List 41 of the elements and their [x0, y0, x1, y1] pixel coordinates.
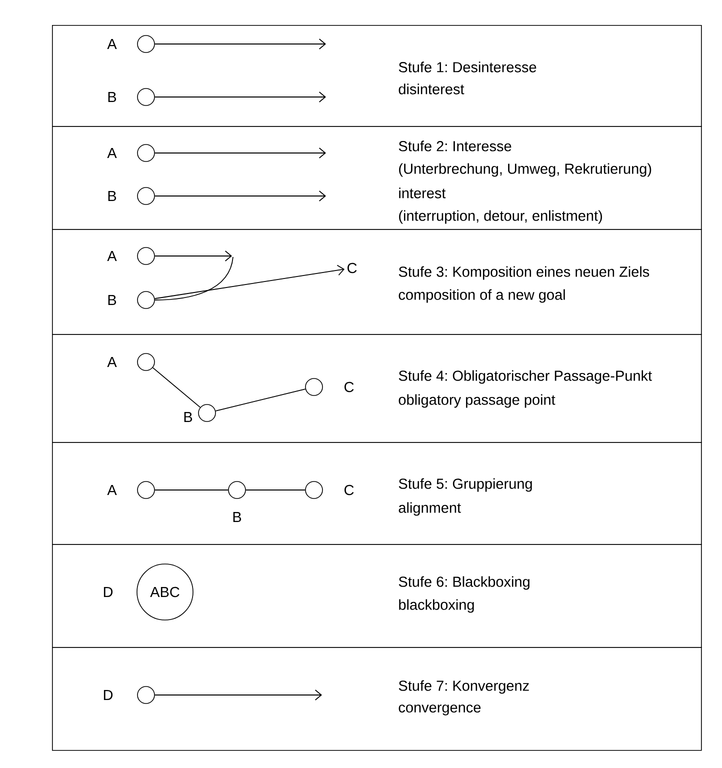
stage-label: composition of a new goal	[398, 289, 565, 303]
actor-letter: A	[107, 485, 117, 495]
stage-label: Stufe 6: Blackboxing	[398, 576, 530, 590]
actor-letter: C	[344, 382, 354, 392]
stage-label: Stufe 3: Komposition eines neuen Ziels	[398, 266, 650, 280]
actor-letter: A	[107, 39, 117, 49]
stage-label: convergence	[398, 704, 481, 716]
stage-label: (Unterbrechung, Umweg, Rekrutierung)	[399, 163, 652, 177]
actor-letter: D	[104, 690, 113, 700]
stage-label: (interruption, detour, enlistment)	[399, 210, 602, 224]
stage-label: Stufe 5: Gruppierung	[398, 478, 532, 492]
actor-letter: B	[108, 191, 116, 201]
connector-line	[154, 256, 234, 300]
connector-line	[152, 367, 201, 408]
stage-label: Stufe 7: Konvergenz	[398, 680, 529, 694]
stage-label: interest	[399, 188, 446, 198]
connector-line	[215, 388, 306, 412]
actor-letter: C	[344, 484, 354, 496]
stage-label: obligatory passage point	[398, 394, 556, 408]
actor-letter: B	[108, 295, 116, 305]
stage-label: Stufe 2: Interesse	[398, 140, 512, 152]
stage-label: blackboxing	[399, 599, 474, 613]
actor-letter: D	[104, 587, 113, 597]
actor-letter: B	[233, 512, 242, 522]
stage-label: Stufe 1: Desinteresse	[398, 62, 536, 72]
actor-letter: A	[107, 251, 117, 261]
arrow	[154, 264, 345, 300]
actor-letter: A	[107, 148, 117, 158]
arrow	[154, 148, 326, 158]
actor-letter: B	[108, 92, 116, 102]
stage-label: alignment	[398, 502, 461, 516]
arrow	[154, 38, 326, 50]
actor-letter: C	[348, 262, 357, 274]
arrow	[154, 690, 322, 700]
arrow	[154, 190, 326, 202]
actor-letter: B	[184, 412, 192, 422]
actor-letter: A	[107, 357, 117, 367]
stage-label: disinterest	[398, 84, 464, 94]
arrow	[154, 92, 326, 102]
arrow	[154, 250, 232, 262]
stage-label: Stufe 4: Obligatorischer Passage-Punkt	[398, 370, 652, 384]
